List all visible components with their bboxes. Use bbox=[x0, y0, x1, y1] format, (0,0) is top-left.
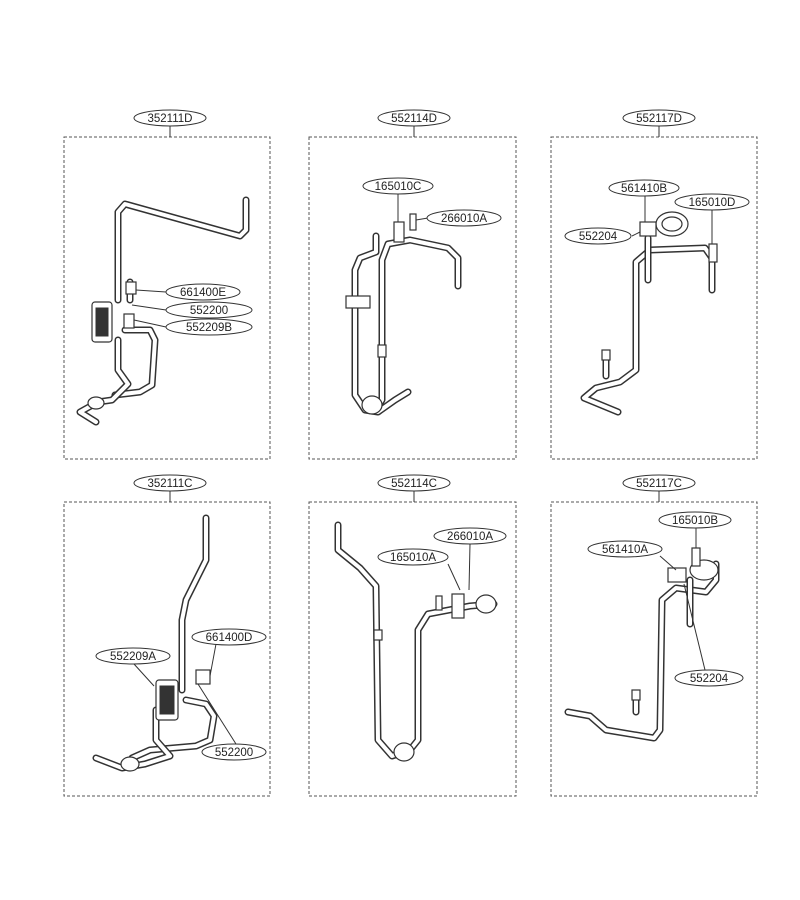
panel-6-callout-561410A-label: 561410A bbox=[602, 544, 648, 556]
panel-4-callout-552209A[interactable]: 552209A bbox=[95, 647, 171, 665]
panel-3-header-tag[interactable]: 552117D bbox=[622, 109, 696, 127]
panel-2-header-tag[interactable]: 552114D bbox=[377, 109, 451, 127]
panel-3-callout-561410B[interactable]: 561410B bbox=[608, 179, 680, 197]
panel-6-callout-561410A[interactable]: 561410A bbox=[587, 540, 663, 558]
panel-6-header-tag[interactable]: 552117C bbox=[622, 474, 696, 492]
panel-1-callout-552209B[interactable]: 552209B bbox=[165, 318, 253, 336]
panel-3-callout-561410B-label: 561410B bbox=[621, 183, 667, 195]
panel-6-frame bbox=[550, 501, 758, 797]
panel-1-callout-661400E[interactable]: 661400E bbox=[165, 283, 241, 301]
panel-3-header: 552117D bbox=[636, 113, 682, 125]
panel-6-header: 552117C bbox=[636, 478, 682, 490]
panel-4-header: 352111C bbox=[148, 478, 193, 490]
panel-2-callout-165010C[interactable]: 165010C bbox=[362, 177, 434, 195]
panel-2-pipe-assembly bbox=[345, 213, 462, 416]
panel-5-pipe-assembly bbox=[334, 521, 498, 762]
panel-4-header-tag[interactable]: 352111C bbox=[133, 474, 207, 492]
panel-4-callout-661400D-label: 661400D bbox=[206, 632, 253, 644]
panel-1-callout-552200-label: 552200 bbox=[190, 305, 228, 317]
panel-2-callout-266010A-label: 266010A bbox=[441, 213, 487, 225]
panel-6-callout-552204-label: 552204 bbox=[690, 673, 729, 685]
panel-2-callout-165010C-label: 165010C bbox=[375, 181, 422, 193]
panel-6-callout-165010B[interactable]: 165010B bbox=[658, 511, 732, 529]
panel-2: 552114D 165010C 266010A bbox=[308, 109, 517, 460]
panel-4-frame bbox=[63, 501, 271, 797]
panel-1-callout-552209B-label: 552209B bbox=[186, 322, 232, 334]
panel-5-callout-165010A[interactable]: 165010A bbox=[377, 548, 449, 566]
panel-5-callout-266010A-label: 266010A bbox=[447, 531, 493, 543]
panel-3-callout-165010D-label: 165010D bbox=[689, 197, 736, 209]
panel-5-header: 552114C bbox=[391, 478, 437, 490]
panel-4-pipe-assembly bbox=[92, 514, 218, 772]
panel-2-frame bbox=[308, 136, 517, 460]
panel-5-callout-266010A[interactable]: 266010A bbox=[433, 527, 507, 545]
panel-6: 552117C 165010B 561410A 552204 bbox=[550, 474, 758, 797]
panel-5-frame bbox=[308, 501, 517, 797]
panel-1-header: 352111D bbox=[148, 113, 193, 125]
panel-4-callout-552209A-label: 552209A bbox=[110, 651, 156, 663]
panel-1-header-tag[interactable]: 352111D bbox=[133, 109, 207, 127]
panel-2-header: 552114D bbox=[391, 113, 437, 125]
panel-3: 552117D 561410B 165010D 552204 bbox=[550, 109, 758, 460]
panel-3-pipe-assembly bbox=[580, 211, 718, 416]
panel-2-callout-266010A[interactable]: 266010A bbox=[426, 209, 502, 227]
panel-1-frame bbox=[63, 136, 271, 460]
panel-1-callout-661400E-label: 661400E bbox=[180, 287, 226, 299]
panel-5-callout-165010A-label: 165010A bbox=[390, 552, 436, 564]
panel-5-header-tag[interactable]: 552114C bbox=[377, 474, 451, 492]
panel-5: 552114C 266010A 165010A bbox=[308, 474, 517, 797]
panel-4-callout-661400D[interactable]: 661400D bbox=[191, 628, 267, 646]
panel-6-pipe-assembly bbox=[564, 547, 720, 742]
panel-1-callout-552200[interactable]: 552200 bbox=[165, 301, 253, 319]
panel-4: 352111C 661400D 552209A 552200 bbox=[63, 474, 271, 797]
panel-1: 352111D 661400E 552200 5 bbox=[63, 109, 271, 460]
panel-3-callout-165010D[interactable]: 165010D bbox=[674, 193, 750, 211]
panel-3-callout-552204[interactable]: 552204 bbox=[564, 227, 632, 245]
panel-4-callout-552200-label: 552200 bbox=[215, 747, 253, 759]
panel-4-callout-552200[interactable]: 552200 bbox=[201, 743, 267, 761]
panel-6-callout-165010B-label: 165010B bbox=[672, 515, 718, 527]
panel-6-callout-552204[interactable]: 552204 bbox=[674, 669, 744, 687]
panel-3-frame bbox=[550, 136, 758, 460]
panel-1-pipe-assembly bbox=[76, 196, 250, 426]
panel-3-callout-552204-label: 552204 bbox=[579, 231, 618, 243]
